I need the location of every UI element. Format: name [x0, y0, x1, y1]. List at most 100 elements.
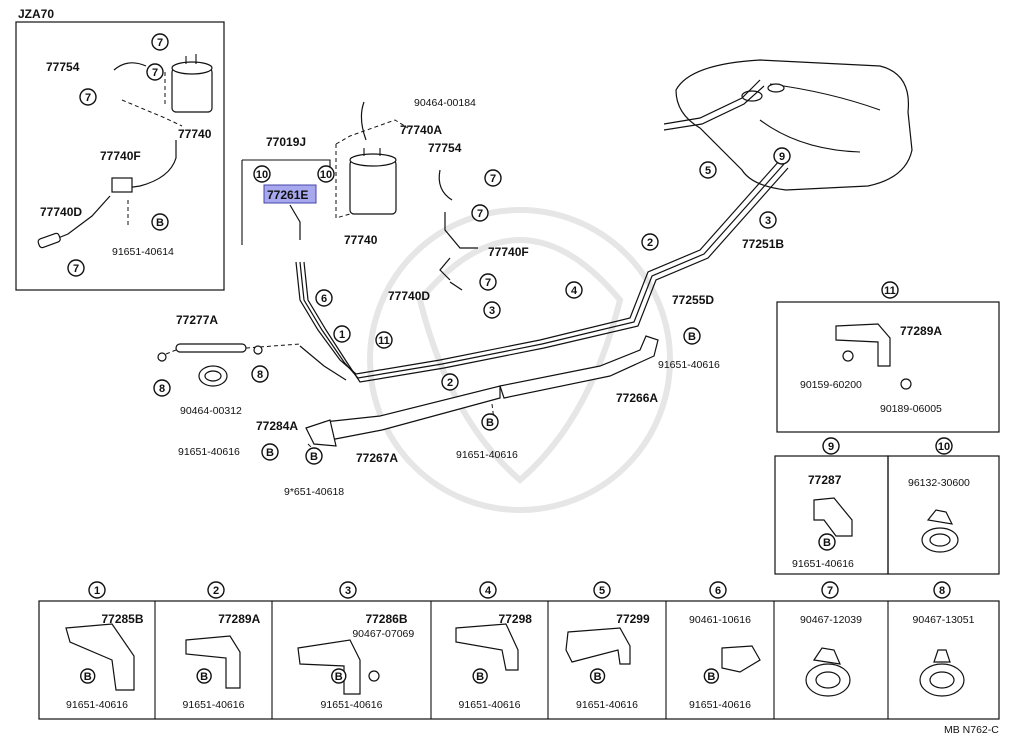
callout-badge-8[interactable]: 8 [251, 365, 269, 383]
label-90464-00312[interactable]: 90464-00312 [180, 405, 242, 417]
callout-badge-6[interactable]: 6 [709, 581, 727, 599]
bottom-part-number[interactable]: 90467-13051 [913, 614, 975, 626]
tube-77261e[interactable] [289, 204, 301, 240]
bottom-bolt-number[interactable]: 91651-40616 [66, 699, 128, 711]
bottom-bolt-number[interactable]: 91651-40616 [689, 699, 751, 711]
label-91651-40616-left[interactable]: 91651-40616 [178, 446, 240, 458]
main-fuel-pipes[interactable] [295, 159, 789, 383]
inset-fitting[interactable] [37, 232, 61, 249]
label-77287[interactable]: 77287 [808, 473, 842, 487]
callout-badge-7[interactable]: 7 [67, 259, 85, 277]
callout-badge-7[interactable]: 7 [479, 273, 497, 291]
panel-11-clamp[interactable] [835, 323, 912, 390]
purge-hose[interactable] [438, 169, 453, 201]
clamp-77287[interactable] [813, 497, 853, 537]
clamp-96132-30600[interactable] [921, 509, 959, 553]
panel-8-clamp[interactable] [919, 649, 965, 697]
hose-77277a[interactable] [165, 343, 301, 355]
bottom-bolt-number[interactable]: 91651-40616 [183, 699, 245, 711]
bottom-sub-part-number[interactable]: 90467-07069 [352, 628, 414, 640]
bottom-bolt-number[interactable]: 91651-40616 [576, 699, 638, 711]
callout-badge-7[interactable]: 7 [471, 204, 489, 222]
callout-badge-5[interactable]: 5 [593, 581, 611, 599]
label-9-651-40618[interactable]: 9*651-40618 [284, 486, 344, 498]
callout-badge-6[interactable]: 6 [315, 289, 333, 307]
panel-5-clamp[interactable] [565, 627, 631, 665]
grommet-8-right[interactable] [253, 345, 263, 355]
callout-badge-4[interactable]: 4 [565, 281, 583, 299]
bottom-part-number[interactable]: 90467-12039 [800, 614, 862, 626]
label-91651-40616-right[interactable]: 91651-40616 [658, 359, 720, 371]
callout-badge-b[interactable]: B [261, 443, 279, 461]
label-77740d-center[interactable]: 77740D [388, 289, 430, 303]
label-91651-40616-center[interactable]: 91651-40616 [456, 449, 518, 461]
bottom-bolt-number[interactable]: 91651-40616 [459, 699, 521, 711]
label-96132-30600[interactable]: 96132-30600 [908, 477, 970, 489]
label-91651-40616-panel9[interactable]: 91651-40616 [792, 558, 854, 570]
inset-clamp[interactable] [111, 177, 133, 193]
callout-badge-7[interactable]: 7 [821, 581, 839, 599]
bottom-part-number[interactable]: 90461-10616 [689, 614, 751, 626]
bottom-part-number[interactable]: 77289A [218, 612, 260, 626]
callout-badge-7[interactable]: 7 [484, 169, 502, 187]
callout-badge-b[interactable]: B [818, 533, 836, 551]
bottom-part-number[interactable]: 77299 [616, 612, 650, 626]
callout-badge-11[interactable]: 11 [375, 331, 393, 349]
callout-badge-8[interactable]: 8 [153, 379, 171, 397]
callout-badge-1[interactable]: 1 [88, 581, 106, 599]
bottom-part-number[interactable]: 77286B [365, 612, 407, 626]
label-77261e[interactable]: 77261E [267, 188, 308, 202]
callout-badge-11[interactable]: 11 [881, 281, 899, 299]
bolt-badge-b[interactable]: B [80, 668, 96, 684]
label-77255d[interactable]: 77255D [672, 293, 714, 307]
callout-badge-7[interactable]: 7 [79, 88, 97, 106]
callout-badge-8[interactable]: 8 [933, 581, 951, 599]
label-90189-06005[interactable]: 90189-06005 [880, 403, 942, 415]
callout-badge-2[interactable]: 2 [641, 233, 659, 251]
bolt-badge-b[interactable]: B [589, 668, 606, 684]
label-77289a-panel11[interactable]: 77289A [900, 324, 942, 338]
vent-hose[interactable] [360, 101, 367, 141]
bolt-badge-b[interactable]: B [703, 668, 720, 684]
label-77267a[interactable]: 77267A [356, 451, 398, 465]
label-77740-center[interactable]: 77740 [344, 233, 378, 247]
inset-canister[interactable] [171, 54, 213, 113]
inset-pipe[interactable] [111, 140, 177, 191]
bolt-badge-b[interactable]: B [472, 668, 488, 684]
label-77251b[interactable]: 77251B [742, 237, 784, 251]
callout-badge-2[interactable]: 2 [207, 581, 225, 599]
clamp-90464-00312[interactable] [198, 365, 228, 387]
panel-6-clamp[interactable] [721, 645, 761, 673]
bottom-part-number[interactable]: 77298 [499, 612, 533, 626]
panel-7-clamp[interactable] [805, 647, 851, 697]
bottom-part-number[interactable]: 77285B [101, 612, 143, 626]
callout-badge-b[interactable]: B [151, 213, 169, 231]
callout-badge-4[interactable]: 4 [479, 581, 497, 599]
label-77754[interactable]: 77754 [46, 60, 80, 74]
label-77740[interactable]: 77740 [178, 127, 212, 141]
label-77740d[interactable]: 77740D [40, 205, 82, 219]
callout-badge-1[interactable]: 1 [333, 325, 351, 343]
callout-badge-b[interactable]: B [305, 447, 323, 465]
callout-badge-3[interactable]: 3 [483, 301, 501, 319]
callout-badge-9[interactable]: 9 [822, 437, 840, 455]
label-77277a[interactable]: 77277A [176, 313, 218, 327]
callout-badge-2[interactable]: 2 [441, 373, 459, 391]
panel-1-clamp[interactable] [65, 623, 135, 691]
panel-3-clamp[interactable] [297, 639, 380, 695]
callout-badge-5[interactable]: 5 [699, 161, 717, 179]
label-77019j[interactable]: 77019J [266, 135, 306, 149]
callout-badge-9[interactable]: 9 [773, 147, 791, 165]
bottom-bolt-number[interactable]: 91651-40616 [321, 699, 383, 711]
callout-badge-3[interactable]: 3 [759, 211, 777, 229]
bolt-badge-b[interactable]: B [196, 668, 212, 684]
callout-badge-b[interactable]: B [683, 327, 701, 345]
label-77266a[interactable]: 77266A [616, 391, 658, 405]
label-90159-60200[interactable]: 90159-60200 [800, 379, 862, 391]
label-77740f-center[interactable]: 77740F [488, 245, 529, 259]
callout-badge-7[interactable]: 7 [146, 63, 164, 81]
label-77754-center[interactable]: 77754 [428, 141, 462, 155]
bolt-badge-b[interactable]: B [331, 668, 347, 684]
label-90464-00184[interactable]: 90464-00184 [414, 97, 476, 109]
label-77740f[interactable]: 77740F [100, 149, 141, 163]
